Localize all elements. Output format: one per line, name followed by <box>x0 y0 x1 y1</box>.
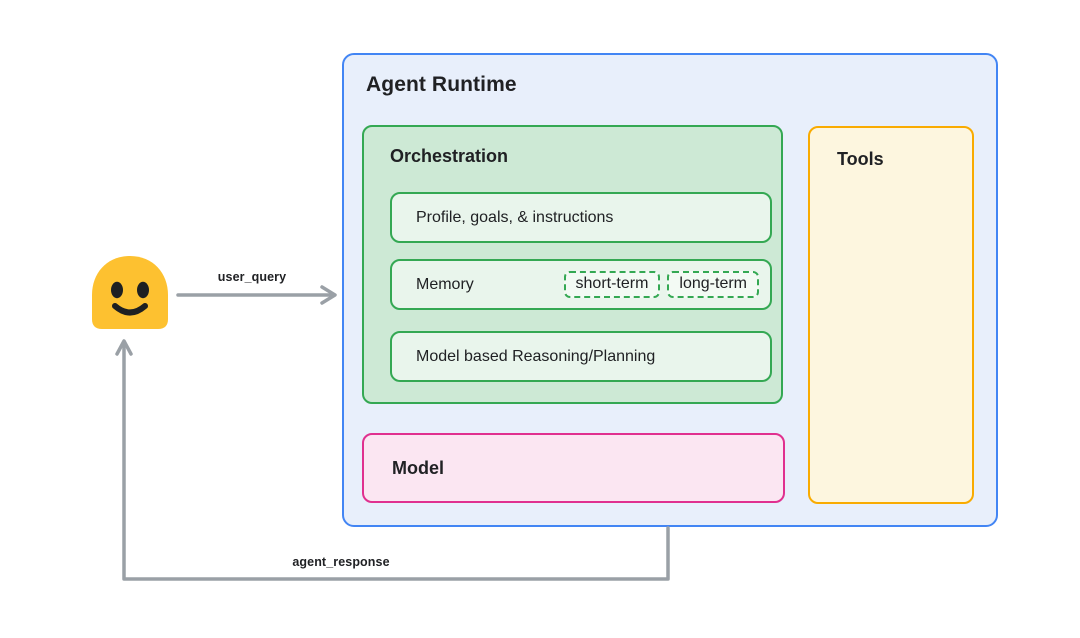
profile-goals-instructions-label: Profile, goals, & instructions <box>416 208 614 226</box>
orchestration-container: Orchestration Profile, goals, & instruct… <box>362 125 783 404</box>
long-term-memory-tag: long-term <box>667 271 759 298</box>
model-label: Model <box>392 457 444 478</box>
agent-response-label: agent_response <box>292 555 390 569</box>
user-smiley-icon <box>92 256 168 329</box>
reasoning-planning-label: Model based Reasoning/Planning <box>416 347 656 365</box>
tools-label: Tools <box>837 149 884 169</box>
short-term-memory-tag: short-term <box>563 271 661 298</box>
user-query-arrow <box>176 285 337 305</box>
agent-runtime-container: Agent Runtime Orchestration Profile, goa… <box>342 53 998 527</box>
profile-goals-instructions-box: Profile, goals, & instructions <box>390 192 772 243</box>
model-box: Model <box>362 433 785 503</box>
orchestration-title: Orchestration <box>390 146 509 166</box>
memory-label: Memory <box>416 275 474 293</box>
reasoning-planning-box: Model based Reasoning/Planning <box>390 331 772 382</box>
tools-box: Tools <box>808 126 974 504</box>
memory-box: Memory short-term long-term <box>390 259 772 310</box>
agent-runtime-title: Agent Runtime <box>366 73 517 96</box>
user-query-label: user_query <box>217 270 287 284</box>
